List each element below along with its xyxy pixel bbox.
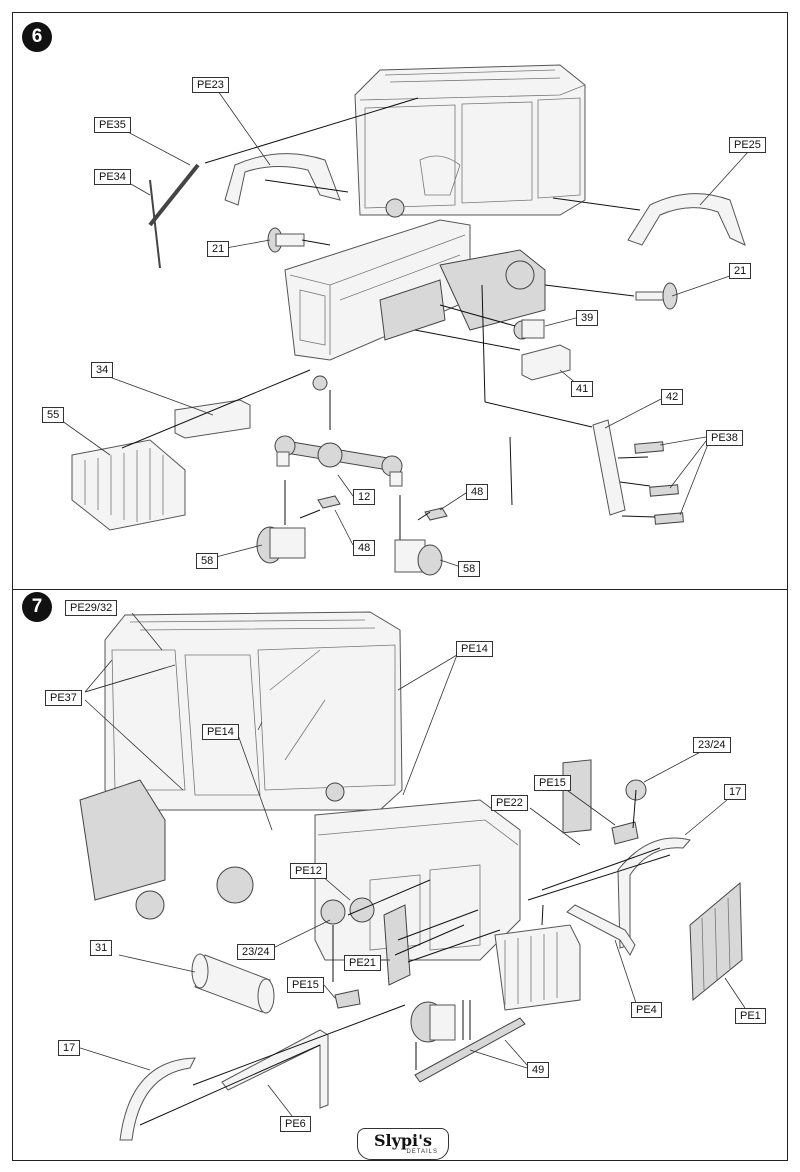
- label-pe35: PE35: [94, 117, 131, 133]
- step-6-arrows: [121, 97, 656, 540]
- label-42: 42: [661, 389, 684, 405]
- label-55: 55: [42, 407, 65, 423]
- pe25-fender-part: [627, 193, 746, 246]
- pe38-plate-a: [634, 441, 664, 454]
- pe38-plate-b: [649, 484, 679, 497]
- label-pe14-right: PE14: [456, 641, 493, 657]
- logo-sub: DETAILS: [406, 1148, 438, 1155]
- step-6-number: 6: [22, 22, 52, 52]
- light-23-24-b: [320, 899, 346, 925]
- mudguard-17-left: [119, 1057, 196, 1141]
- label-21-right: 21: [729, 263, 752, 279]
- pe34-part: [149, 179, 161, 269]
- label-21-left: 21: [207, 241, 230, 257]
- step-7-number: 7: [22, 592, 52, 622]
- label-pe37: PE37: [45, 690, 82, 706]
- label-pe38: PE38: [706, 430, 743, 446]
- label-pe14-left: PE14: [202, 724, 239, 740]
- label-17-left: 17: [58, 1040, 81, 1056]
- label-pe1: PE1: [735, 1008, 766, 1024]
- hub-21-right: [635, 282, 678, 310]
- pe21-grille: [383, 904, 411, 986]
- label-31: 31: [90, 940, 113, 956]
- part-55-weights: [71, 439, 186, 531]
- label-34: 34: [91, 362, 114, 378]
- label-pe29-32: PE29/32: [65, 600, 118, 616]
- label-pe34: PE34: [94, 169, 131, 185]
- label-58-left: 58: [196, 553, 219, 569]
- pe1-grille: [689, 881, 743, 1002]
- label-48-left: 48: [353, 540, 376, 556]
- slypis-logo: Slypi's DETAILS: [357, 1128, 449, 1160]
- mudguard-17-right: [617, 837, 691, 949]
- part-48-clip-b: [424, 507, 448, 521]
- pe15-part-a: [611, 821, 639, 845]
- label-pe22: PE22: [491, 795, 528, 811]
- pe6-bracket: [221, 1029, 329, 1109]
- cab-7-drawing: [104, 611, 403, 811]
- label-pe15-top: PE15: [534, 775, 571, 791]
- part-58-left: [256, 526, 306, 564]
- step-7-leaders: [76, 612, 746, 1117]
- part-39: [513, 319, 545, 340]
- engine-7-drawing: [79, 779, 581, 1011]
- label-48-right: 48: [466, 484, 489, 500]
- label-39: 39: [576, 310, 599, 326]
- pe15-part-b: [334, 989, 361, 1009]
- label-pe15-bottom: PE15: [287, 977, 324, 993]
- label-23-24-left: 23/24: [237, 944, 275, 960]
- hub-21-left: [267, 227, 305, 253]
- engine-drawing: [284, 198, 546, 391]
- part-34: [174, 399, 251, 439]
- label-12: 12: [353, 489, 376, 505]
- pe35-part: [148, 163, 200, 227]
- pe4-bracket: [566, 904, 636, 956]
- front-hub-7: [410, 1001, 456, 1043]
- label-17-right: 17: [724, 784, 747, 800]
- label-pe6: PE6: [280, 1116, 311, 1132]
- step-6-leaders: [57, 90, 749, 567]
- part-48-clip-a: [317, 495, 341, 509]
- pe38-plate-c: [654, 512, 684, 525]
- label-pe4: PE4: [631, 1002, 662, 1018]
- label-pe23: PE23: [192, 77, 229, 93]
- logo-name: Slypi's: [373, 1130, 433, 1150]
- pe23-fender-part: [224, 153, 341, 206]
- pe12-ring: [349, 897, 375, 923]
- label-23-24-right: 23/24: [693, 737, 731, 753]
- part-58-right: [394, 539, 443, 576]
- label-pe12: PE12: [290, 863, 327, 879]
- part-41: [521, 344, 571, 381]
- part-42-step: [592, 419, 626, 516]
- label-58-right: 58: [458, 561, 481, 577]
- label-pe25: PE25: [729, 137, 766, 153]
- part-31-cylinder: [191, 953, 275, 1014]
- part-12-axle: [274, 435, 403, 487]
- label-49: 49: [527, 1062, 550, 1078]
- cab-drawing: [354, 64, 586, 216]
- label-pe21: PE21: [344, 955, 381, 971]
- step-7-frame: [12, 589, 788, 1161]
- label-41: 41: [571, 381, 594, 397]
- step-7-arrows: [139, 789, 671, 1126]
- pe22-grille: [562, 759, 592, 834]
